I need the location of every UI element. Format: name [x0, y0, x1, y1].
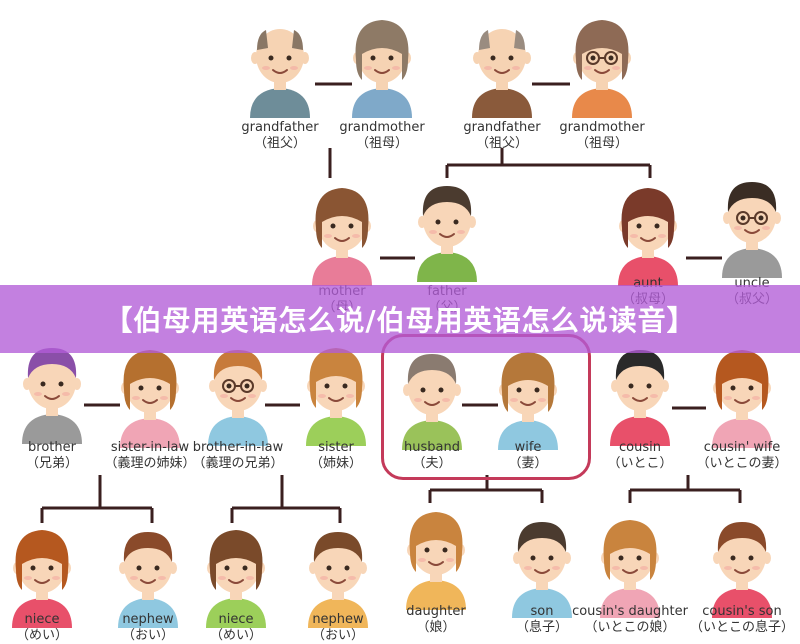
grandfather-maternal-japanese: （祖父）	[475, 136, 528, 151]
cousin-avatar	[600, 336, 680, 446]
daughter-japanese: （娘）	[416, 620, 456, 635]
mother-avatar	[302, 176, 382, 286]
wife-japanese: （妻）	[508, 456, 548, 471]
sister-in-law-japanese: （義理の姉妹）	[104, 456, 196, 471]
brother-in-law-label: brother-in-law（義理の兄弟）	[173, 440, 303, 472]
nephew-1-avatar	[108, 518, 188, 628]
cousin-wife-avatar	[702, 338, 782, 448]
son-japanese: （息子）	[515, 620, 568, 635]
cousins-daughter-label: cousin's daughter（いとこの娘）	[565, 604, 695, 636]
niece-1-label: niece（めい）	[0, 612, 107, 644]
husband-label: husband（夫）	[367, 440, 497, 472]
cousins-son-label: cousin's son（いとこの息子）	[677, 604, 800, 636]
grandmother-maternal-label: grandmother（祖母）	[537, 120, 667, 152]
cousins-daughter-avatar	[590, 508, 670, 618]
cousin-wife-label: cousin' wife（いとこの妻）	[677, 440, 800, 472]
grandmother-maternal-avatar	[562, 8, 642, 118]
brother-label: brother（兄弟）	[0, 440, 117, 472]
cousins-daughter-japanese: （いとこの娘）	[584, 620, 676, 635]
sister-avatar	[296, 336, 376, 446]
grandmother-maternal-english: grandmother	[559, 120, 645, 135]
grandfather-maternal-label: grandfather（祖父）	[437, 120, 567, 152]
wife-label: wife（妻）	[463, 440, 593, 472]
nephew-2-avatar	[298, 518, 378, 628]
grandfather-paternal-english: grandfather	[241, 120, 319, 135]
daughter-avatar	[396, 500, 476, 610]
nephew-1-label: nephew（おい）	[83, 612, 213, 644]
niece-1-avatar	[2, 518, 82, 628]
wife-english: wife	[514, 440, 542, 455]
grandmother-paternal-english: grandmother	[339, 120, 425, 135]
brother-english: brother	[28, 440, 76, 455]
niece-1-japanese: （めい）	[15, 628, 68, 643]
grandmother-maternal-japanese: （祖母）	[575, 136, 628, 151]
brother-in-law-japanese: （義理の兄弟）	[192, 456, 284, 471]
niece-2-english: niece	[218, 612, 254, 627]
nephew-1-english: nephew	[122, 612, 174, 627]
cousins-daughter-english: cousin's daughter	[572, 604, 688, 619]
grandfather-maternal-english: grandfather	[463, 120, 541, 135]
father-avatar	[407, 172, 487, 282]
nephew-2-label: nephew（おい）	[273, 612, 403, 644]
grandmother-paternal-label: grandmother（祖母）	[317, 120, 447, 152]
brother-japanese: （兄弟）	[25, 456, 78, 471]
grandfather-maternal-avatar	[462, 8, 542, 118]
husband-english: husband	[404, 440, 460, 455]
cousins-son-avatar	[702, 508, 782, 618]
son-avatar	[502, 508, 582, 618]
aunt-avatar	[608, 176, 688, 286]
grandfather-paternal-japanese: （祖父）	[253, 136, 306, 151]
grandfather-paternal-label: grandfather（祖父）	[215, 120, 345, 152]
son-english: son	[530, 604, 554, 619]
grandfather-paternal-avatar	[240, 8, 320, 118]
daughter-label: daughter（娘）	[371, 604, 501, 636]
brother-in-law-english: brother-in-law	[192, 440, 284, 455]
son-label: son（息子）	[477, 604, 607, 636]
nephew-2-japanese: （おい）	[311, 628, 364, 643]
uncle-avatar	[712, 168, 792, 278]
title-banner: 【伯母用英语怎么说/伯母用英语怎么说读音】	[0, 285, 800, 353]
wife-avatar	[488, 340, 568, 450]
cousins-son-japanese: （いとこの息子）	[689, 620, 794, 635]
cousin-label: cousin（いとこ）	[575, 440, 705, 472]
sister-in-law-english: sister-in-law	[110, 440, 190, 455]
sister-label: sister（姉妹）	[271, 440, 401, 472]
brother-in-law-avatar	[198, 336, 278, 446]
cousin-japanese: （いとこ）	[607, 456, 673, 471]
nephew-2-english: nephew	[312, 612, 364, 627]
sister-in-law-avatar	[110, 338, 190, 448]
sister-in-law-label: sister-in-law（義理の姉妹）	[85, 440, 215, 472]
page-title: 【伯母用英语怎么说/伯母用英语怎么说读音】	[104, 304, 696, 337]
sister-english: sister	[318, 440, 354, 455]
cousin-wife-english: cousin' wife	[703, 440, 781, 455]
husband-japanese: （夫）	[412, 456, 452, 471]
daughter-english: daughter	[406, 604, 466, 619]
niece-1-english: niece	[24, 612, 60, 627]
sister-japanese: （姉妹）	[309, 456, 362, 471]
niece-2-japanese: （めい）	[209, 628, 262, 643]
niece-2-avatar	[196, 518, 276, 628]
grandmother-paternal-japanese: （祖母）	[355, 136, 408, 151]
cousins-son-english: cousin's son	[702, 604, 782, 619]
cousin-english: cousin	[619, 440, 661, 455]
grandmother-paternal-avatar	[342, 8, 422, 118]
brother-avatar	[12, 334, 92, 444]
nephew-1-japanese: （おい）	[121, 628, 174, 643]
cousin-wife-japanese: （いとこの妻）	[696, 456, 788, 471]
husband-avatar	[392, 340, 472, 450]
niece-2-label: niece（めい）	[171, 612, 301, 644]
